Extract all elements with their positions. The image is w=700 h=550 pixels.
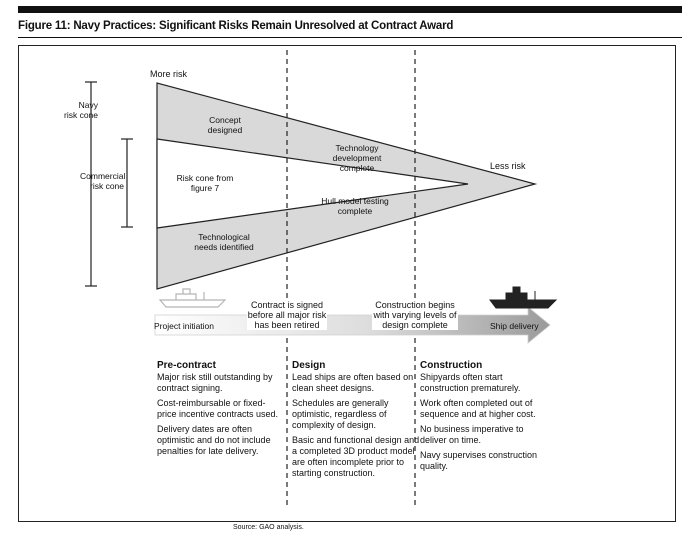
more-risk-label: More risk xyxy=(150,69,188,79)
title-rule xyxy=(18,37,682,38)
phase-pre-contract: Pre-contract Major risk still outstandin… xyxy=(157,360,285,461)
phase-heading: Construction xyxy=(420,360,483,371)
phase-item: Navy supervises construction quality. xyxy=(420,450,538,471)
phase-heading: Pre-contract xyxy=(157,360,216,371)
phase-item: Basic and functional design and a comple… xyxy=(292,435,420,478)
phase-item: Work often completed out of sequence and… xyxy=(420,398,536,419)
technology-complete-label: Technology development complete xyxy=(332,143,382,173)
phase-item: Cost-reimbursable or fixed-price incenti… xyxy=(157,398,279,419)
figure-frame xyxy=(18,45,676,522)
source-note: Source: GAO analysis. xyxy=(233,524,304,531)
phase-item: Schedules are generally optimistic, rega… xyxy=(292,398,389,430)
phase-design: Design Lead ships are often based on cle… xyxy=(292,360,420,483)
figure-title: Figure 11: Navy Practices: Significant R… xyxy=(18,20,454,32)
ship-outline-icon xyxy=(158,288,227,308)
phase-heading: Design xyxy=(292,360,326,371)
ship-completed-icon xyxy=(489,286,558,309)
ship-delivery-label: Ship delivery xyxy=(490,321,539,331)
hull-model-label: Hull model testing complete xyxy=(321,196,389,216)
commercial-risk-cone xyxy=(156,138,469,229)
phase-item: Shipyards often start construction prema… xyxy=(420,372,521,393)
phase-item: Lead ships are often based on clean shee… xyxy=(292,372,414,393)
navy-risk-cone-label: Navy risk cone xyxy=(64,100,99,120)
phase-item: Major risk still outstanding by contract… xyxy=(157,372,273,393)
risk-cone-figure7-label: Risk cone from figure 7 xyxy=(176,173,234,193)
phase-construction: Construction Shipyards often start const… xyxy=(420,360,548,476)
construction-begins-label: Construction begins with varying levels … xyxy=(372,300,458,330)
concept-designed-label: Concept designed xyxy=(207,115,243,135)
project-initiation-label: Project initiation xyxy=(154,321,215,331)
phase-item: Delivery dates are often optimistic and … xyxy=(157,424,271,456)
phase-item: No business imperative to deliver on tim… xyxy=(420,424,524,445)
commercial-risk-cone-label: Commercial risk cone xyxy=(80,171,126,191)
header-bar xyxy=(18,6,682,13)
technological-needs-label: Technological needs identified xyxy=(194,232,254,252)
contract-signed-label: Contract is signed before all major risk… xyxy=(247,300,327,330)
less-risk-label: Less risk xyxy=(490,161,526,171)
